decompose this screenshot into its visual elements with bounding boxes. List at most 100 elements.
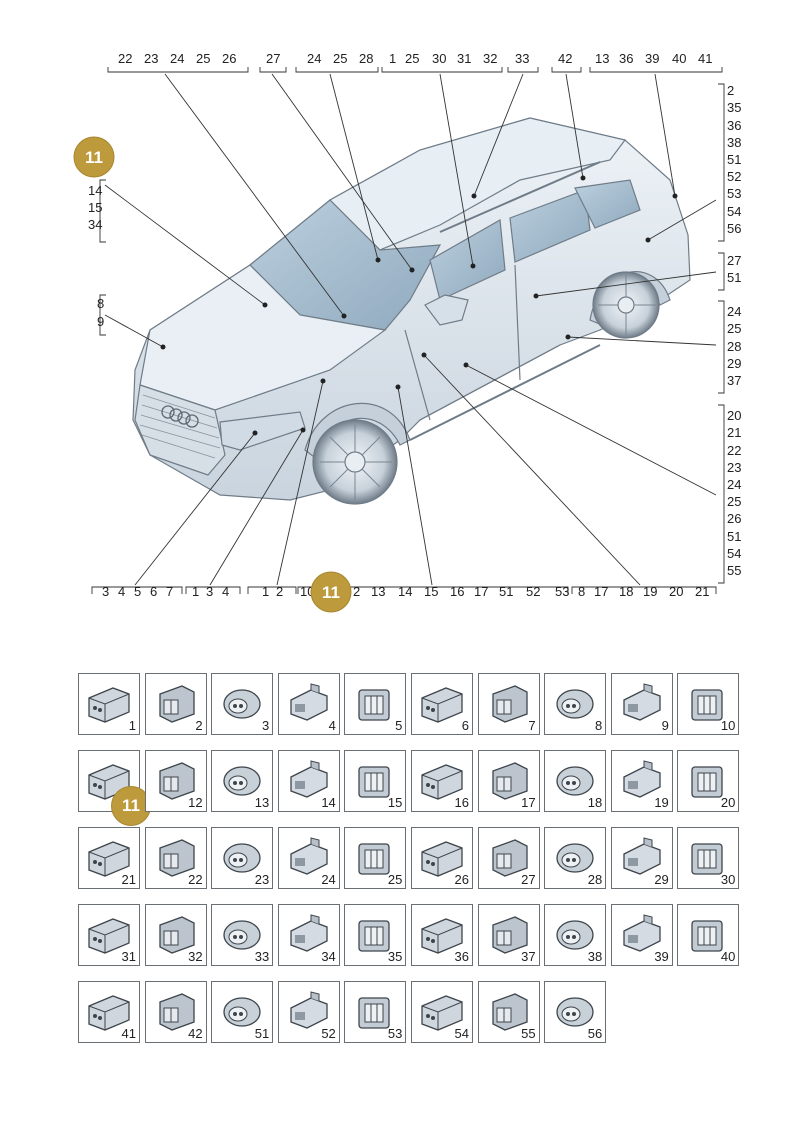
connector-number: 53 (387, 1026, 403, 1041)
connector-number: 20 (720, 795, 736, 810)
connector-number: 55 (521, 1026, 536, 1041)
connector-number: 24 (321, 872, 336, 887)
connector-icon (491, 685, 528, 723)
connector-cell-40: 40 (677, 904, 740, 966)
connector-grid: 1234567891011111213141516171819202122232… (78, 673, 748, 1053)
connector-cell-55: 55 (477, 981, 540, 1043)
label: 23 (144, 51, 158, 66)
label: 20 (727, 408, 741, 423)
connector-cell-14: 14 (277, 750, 340, 812)
label: 3 (206, 584, 213, 599)
bottom-label-group-1: 3 4 5 6 7 (102, 584, 173, 599)
connector-cell-20: 20 (677, 750, 740, 812)
right-label-group-1: 2 35 36 38 51 52 53 54 56 (727, 83, 741, 236)
connector-cell-36: 36 (411, 904, 473, 966)
label: 17 (594, 584, 608, 599)
connector-cell-22: 22 (144, 827, 207, 889)
label: 34 (88, 217, 102, 232)
label: 33 (515, 51, 529, 66)
connector-icon (491, 839, 528, 877)
connector-cell-7: 7 (477, 673, 540, 735)
connector-icon (421, 841, 463, 877)
label: 51 (727, 270, 741, 285)
label: 1 (192, 584, 199, 599)
connector-number: 1 (128, 718, 136, 733)
label: 21 (695, 584, 709, 599)
connector-cell-27: 27 (477, 827, 540, 889)
label: 51 (499, 584, 513, 599)
connector-number: 23 (254, 872, 270, 887)
connector-number: 27 (521, 872, 536, 887)
label: 51 (727, 152, 741, 167)
connector-number: 13 (254, 795, 270, 810)
connector-icon (158, 685, 195, 723)
vehicle-connector-location-diagram: 22 23 24 25 26 27 24 25 28 1 25 30 31 32… (73, 51, 741, 613)
connector-cell-54: 54 (411, 981, 473, 1043)
connector-number: 52 (321, 1026, 336, 1041)
label: 30 (432, 51, 446, 66)
label: 27 (266, 51, 280, 66)
label: 25 (727, 494, 741, 509)
label: 28 (727, 339, 741, 354)
left-label-group-2: 8 9 (97, 296, 104, 329)
connector-icon (623, 683, 661, 721)
connector-icon (358, 920, 391, 952)
label: 24 (170, 51, 184, 66)
label: 22 (118, 51, 132, 66)
connector-cell-19: 19 (610, 750, 673, 812)
connector-number: 36 (454, 949, 469, 964)
connector-number: 21 (121, 872, 136, 887)
connector-number: 35 (387, 949, 403, 964)
connector-number: 38 (587, 949, 603, 964)
label: 41 (698, 51, 712, 66)
right-label-group-3: 24 25 28 29 37 (727, 304, 741, 388)
connector-cell-52: 52 (277, 981, 340, 1043)
connector-icon (421, 764, 463, 800)
label-brackets (91, 67, 725, 594)
connector-icon (623, 760, 661, 798)
connector-cell-10: 10 (677, 673, 740, 735)
connector-number: 5 (395, 718, 403, 733)
connector-cell-24: 24 (277, 827, 340, 889)
svg-text:11: 11 (322, 583, 340, 602)
top-label-group-5: 33 (515, 51, 529, 66)
connector-icon (88, 995, 130, 1031)
label: 17 (474, 584, 488, 599)
label: 4 (118, 584, 125, 599)
label: 42 (558, 51, 572, 66)
connector-cell-13: 13 (211, 750, 274, 812)
connector-number: 26 (454, 872, 469, 887)
connector-number: 30 (720, 872, 736, 887)
connector-cell-39: 39 (610, 904, 673, 966)
connector-icon (223, 689, 261, 719)
connector-icon (556, 689, 594, 719)
connector-icon (421, 995, 463, 1031)
right-label-group-2: 27 51 (727, 253, 741, 285)
label: 51 (727, 529, 741, 544)
connector-cell-18: 18 (544, 750, 607, 812)
connector-number: 39 (654, 949, 669, 964)
left-label-group-1: 14 15 34 (88, 183, 102, 232)
label: 21 (727, 425, 741, 440)
top-label-group-4: 1 25 30 31 32 (389, 51, 497, 66)
connector-number: 2 (195, 718, 203, 733)
connector-icon (556, 920, 594, 950)
connector-cell-31: 31 (78, 904, 140, 966)
label: 52 (526, 584, 540, 599)
bottom-label-group-5: 8 17 18 19 20 21 (578, 584, 709, 599)
connector-cell-33: 33 (211, 904, 274, 966)
connector-number: 14 (321, 795, 336, 810)
connector-number: 42 (188, 1026, 203, 1041)
label: 13 (595, 51, 609, 66)
connector-icon (223, 766, 261, 796)
top-label-group-7: 13 36 39 40 41 (595, 51, 712, 66)
connector-cell-17: 17 (477, 750, 540, 812)
top-label-group-6: 42 (558, 51, 572, 66)
label: 36 (727, 118, 741, 133)
connector-icon (290, 837, 328, 875)
label: 3 (102, 584, 109, 599)
label: 26 (727, 511, 741, 526)
connector-cell-56: 56 (544, 981, 607, 1043)
connector-number: 16 (454, 795, 469, 810)
label: 15 (88, 200, 102, 215)
